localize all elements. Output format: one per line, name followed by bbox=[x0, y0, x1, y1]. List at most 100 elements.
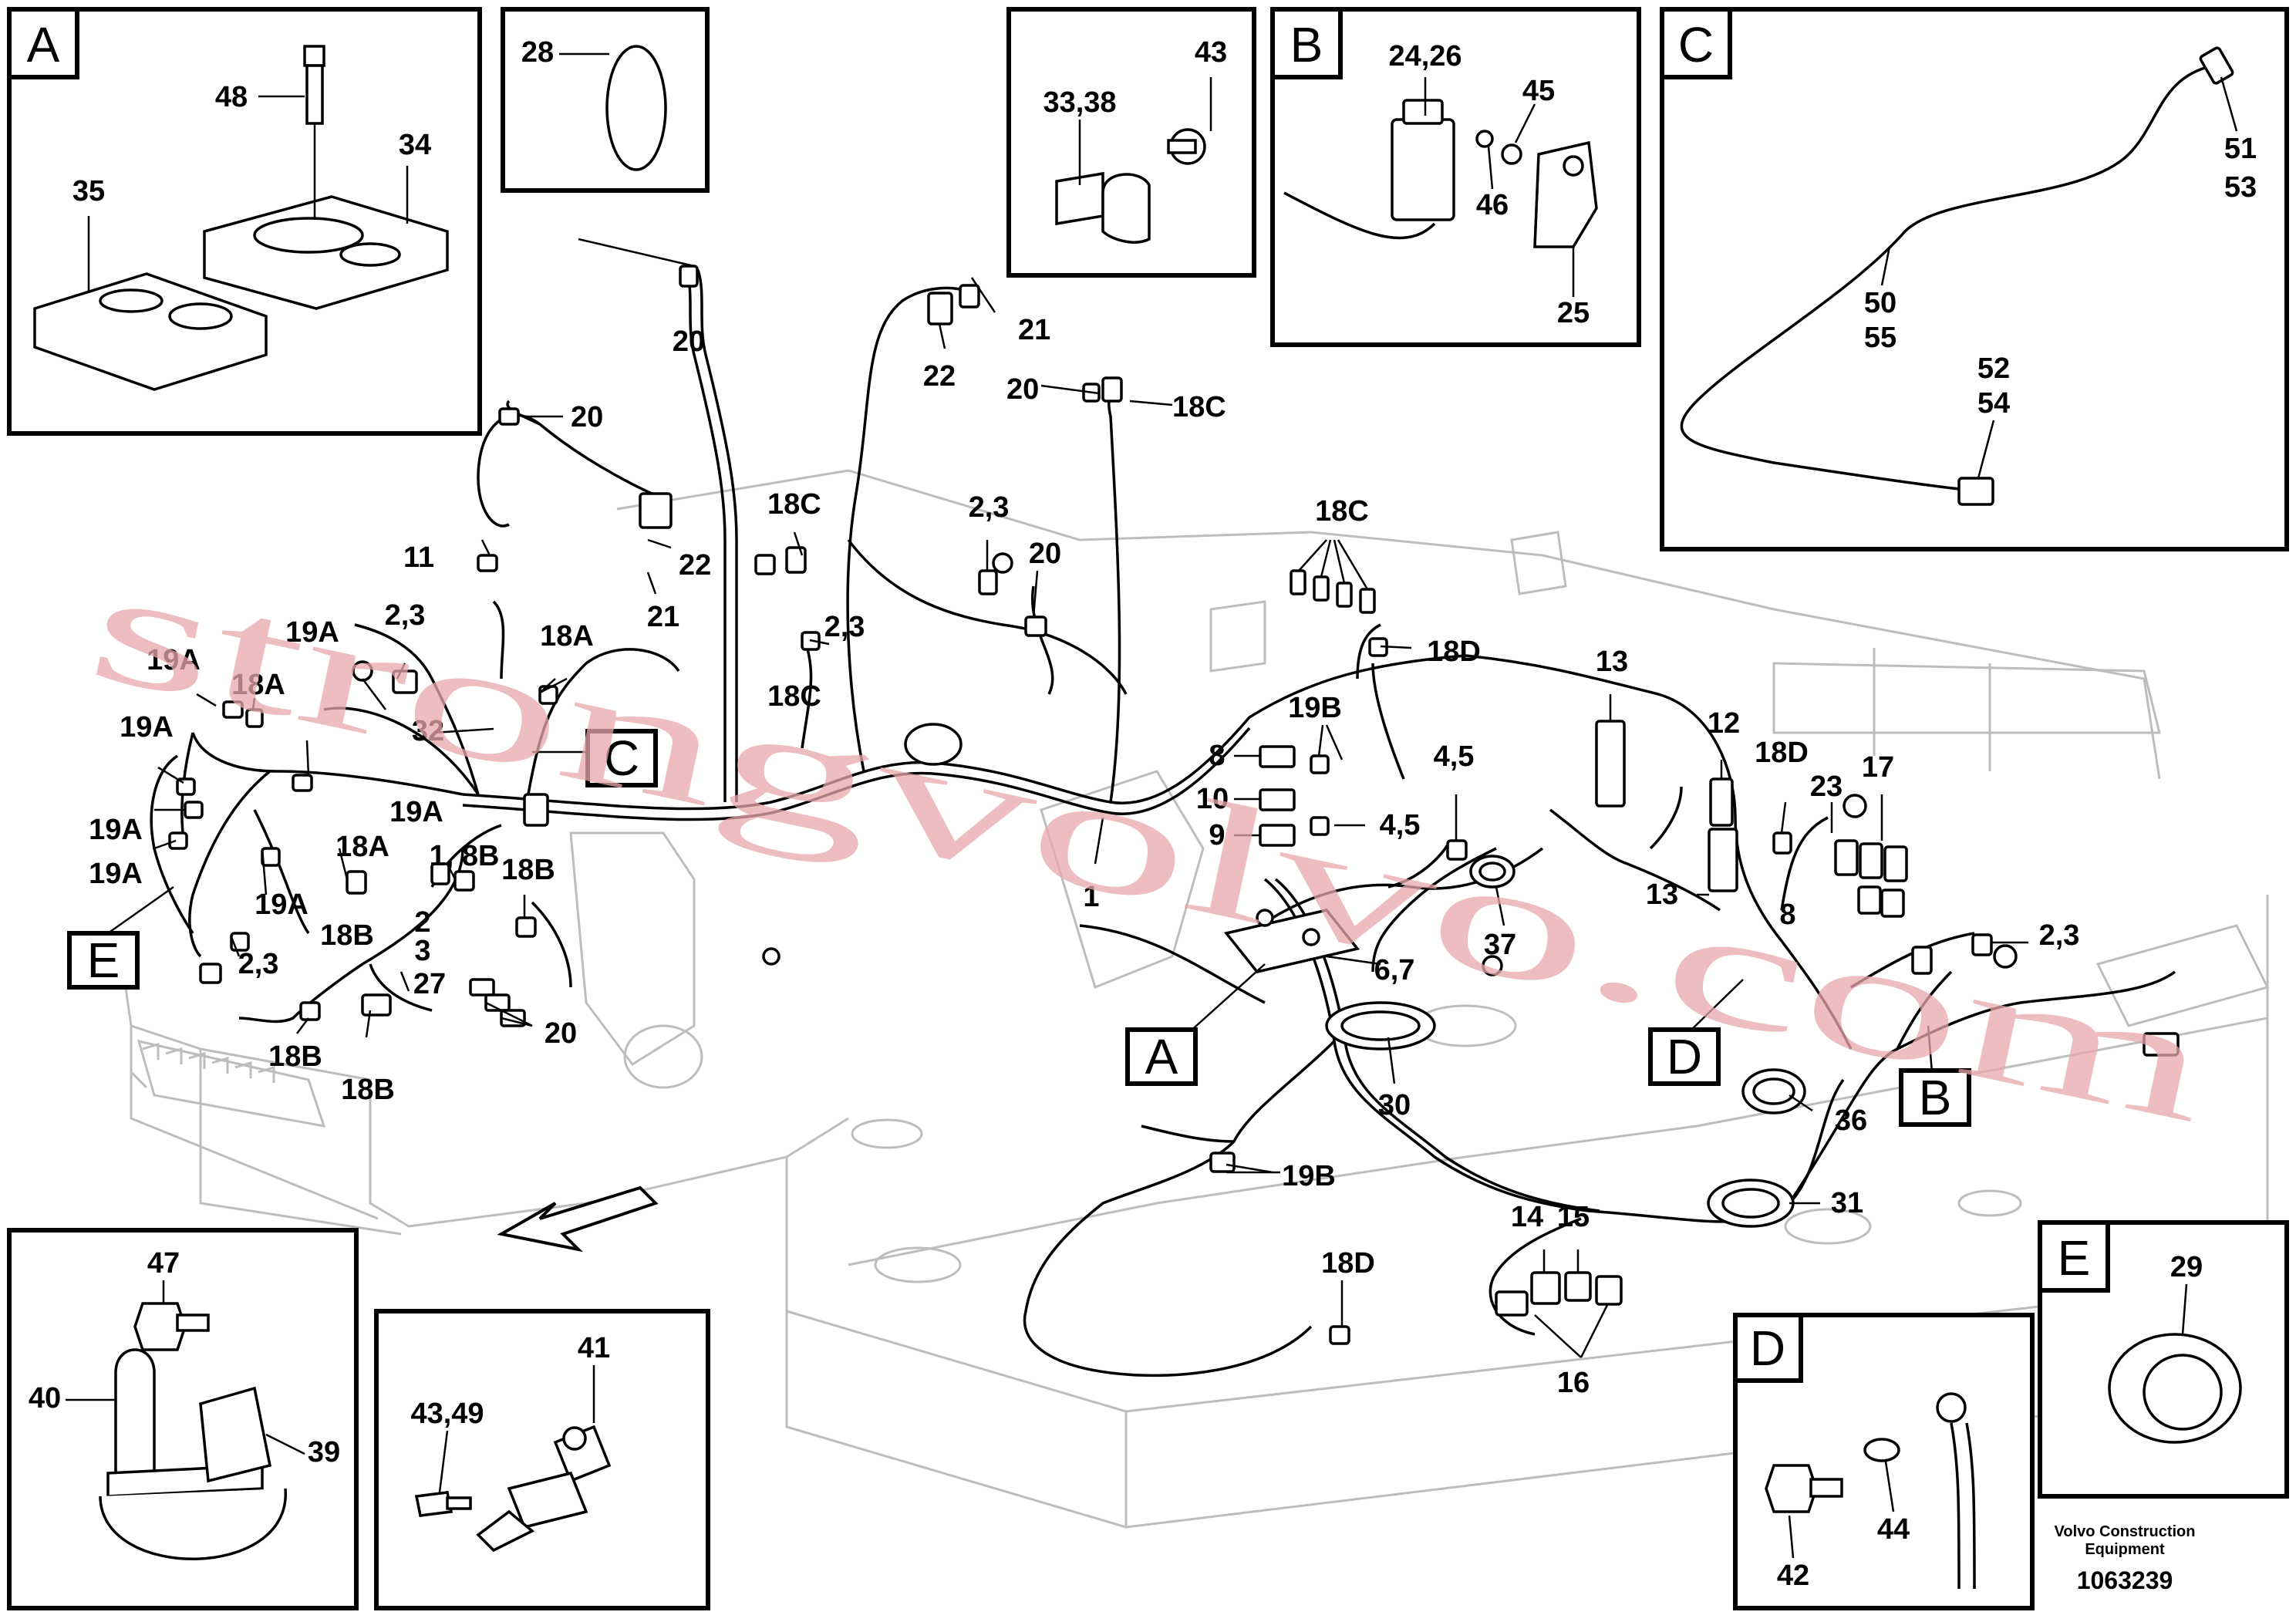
callout-47: 47 bbox=[147, 1247, 180, 1280]
callout-28: 28 bbox=[521, 36, 554, 69]
tag-box-d bbox=[1648, 1027, 1721, 1086]
callout-18b: 18B bbox=[268, 1040, 322, 1073]
detail-b: B 24,26 45 46 25 bbox=[1270, 7, 1641, 347]
tag-letter-d: D bbox=[1667, 1029, 1702, 1084]
callout-18c: 18C bbox=[767, 680, 821, 713]
main-harness bbox=[150, 269, 2176, 1378]
callout-54: 54 bbox=[1977, 387, 2010, 420]
tag-letter-e: E bbox=[87, 932, 120, 988]
callout-27: 27 bbox=[413, 968, 446, 1000]
callout-50: 50 bbox=[1864, 287, 1896, 319]
callout-18a: 18A bbox=[335, 831, 389, 863]
callout-18b: 18B bbox=[501, 854, 555, 886]
callout-41: 41 bbox=[578, 1332, 610, 1364]
callout-18b: 18B bbox=[320, 919, 374, 952]
callout-18a: 18A bbox=[540, 620, 594, 653]
callout-19a: 19A bbox=[285, 616, 339, 649]
callout-19a: 19A bbox=[147, 644, 201, 676]
tag-letter-b: B bbox=[1919, 1070, 1952, 1125]
callout-19a: 19A bbox=[120, 711, 174, 744]
callout-18c: 18C bbox=[1315, 495, 1369, 528]
callout-22: 22 bbox=[679, 549, 711, 582]
callout-8: 8 bbox=[1779, 899, 1795, 931]
callout-18a: 18A bbox=[231, 669, 285, 701]
tag-box-c bbox=[585, 729, 658, 787]
tag-letter-a: A bbox=[1145, 1029, 1178, 1084]
tag-box-a bbox=[1125, 1027, 1198, 1086]
callout-48: 48 bbox=[215, 81, 248, 113]
detail-28: 28 bbox=[501, 7, 710, 193]
detail-e: E 29 bbox=[2038, 1220, 2289, 1499]
callout-25: 25 bbox=[1557, 297, 1590, 329]
callout-39: 39 bbox=[308, 1436, 340, 1469]
callout-53: 53 bbox=[2224, 171, 2257, 204]
detail-a: A 48 34 35 bbox=[7, 7, 482, 436]
callout-15: 15 bbox=[1557, 1201, 1590, 1233]
harness-parts bbox=[168, 265, 2180, 1345]
callout-12: 12 bbox=[1708, 707, 1740, 740]
callout-14: 14 bbox=[1511, 1201, 1543, 1233]
detail-d: D 42 44 bbox=[1733, 1313, 2035, 1610]
callout-36: 36 bbox=[1835, 1104, 1867, 1137]
callout-19a: 19A bbox=[89, 814, 143, 846]
detail-clip-41: 41 43,49 bbox=[374, 1309, 710, 1610]
callout-10: 10 bbox=[1196, 783, 1229, 815]
callout-20: 20 bbox=[571, 401, 603, 433]
detail-letter-d: D bbox=[1750, 1320, 1785, 1376]
callout-2-3: 2,3 bbox=[824, 611, 865, 643]
callout-18d: 18D bbox=[1427, 636, 1481, 668]
callout-18d: 18D bbox=[1755, 737, 1809, 769]
brand-line-2: Equipment bbox=[2085, 1541, 2165, 1558]
callout-34: 34 bbox=[399, 129, 431, 161]
callout-46: 46 bbox=[1476, 189, 1509, 221]
detail-letter-e: E bbox=[2058, 1230, 2091, 1286]
callout-43: 43 bbox=[1195, 36, 1227, 69]
detail-letter-b: B bbox=[1290, 17, 1323, 73]
callout-52: 52 bbox=[1977, 352, 2010, 385]
callout-32: 32 bbox=[412, 715, 444, 747]
detail-clamp-39: 47 40 39 bbox=[7, 1228, 359, 1610]
main-tag-boxes: C E A D B bbox=[67, 729, 1971, 1127]
callout-29: 29 bbox=[2170, 1251, 2203, 1283]
detail-clip-43: 43 33,38 bbox=[1006, 7, 1256, 278]
callout-11: 11 bbox=[403, 541, 434, 574]
leader-lines bbox=[107, 238, 2028, 1358]
callout-19b: 19B bbox=[1282, 1160, 1336, 1192]
callout-20: 20 bbox=[544, 1017, 577, 1050]
tag-box-e bbox=[67, 931, 140, 990]
detail-letter-a: A bbox=[27, 17, 60, 73]
callout-16: 16 bbox=[1557, 1367, 1590, 1399]
callout-2-3: 2,3 bbox=[238, 948, 279, 980]
callout-21: 21 bbox=[647, 601, 679, 633]
brand-line-1: Volvo Construction bbox=[2055, 1523, 2196, 1540]
callout-18d: 18D bbox=[1321, 1247, 1375, 1280]
callout-2: 2 bbox=[414, 906, 430, 939]
callout-44: 44 bbox=[1877, 1513, 1910, 1546]
callout-4-5: 4,5 bbox=[1434, 740, 1475, 773]
tag-letter-c: C bbox=[604, 730, 639, 786]
callout-8: 8 bbox=[1209, 740, 1225, 772]
callout-19b: 19B bbox=[1288, 692, 1342, 724]
callout-1-8b: 1, 8B bbox=[430, 840, 500, 872]
callout-33-38: 33,38 bbox=[1043, 86, 1116, 119]
callout-35: 35 bbox=[72, 175, 105, 207]
callout-2-3: 2,3 bbox=[2039, 919, 2080, 952]
tag-box-b bbox=[1899, 1068, 1971, 1127]
direction-arrow-icon bbox=[497, 1185, 659, 1253]
callout-1: 1 bbox=[1083, 881, 1099, 913]
callout-2-3: 2,3 bbox=[969, 491, 1010, 524]
callout-51: 51 bbox=[2224, 133, 2257, 165]
callout-4-5: 4,5 bbox=[1380, 809, 1421, 841]
callout-3: 3 bbox=[414, 935, 430, 967]
detail-c: C 51 53 50 55 52 54 bbox=[1660, 7, 2289, 551]
callout-6-7: 6,7 bbox=[1374, 954, 1415, 986]
callout-21: 21 bbox=[1018, 314, 1050, 346]
main-callouts: 20 21 22 20 18C 20 18C 2,3 20 18C 11 22 … bbox=[89, 314, 2079, 1399]
callout-42: 42 bbox=[1777, 1560, 1809, 1592]
callout-22: 22 bbox=[923, 360, 956, 393]
callout-13: 13 bbox=[1596, 646, 1628, 678]
callout-20: 20 bbox=[1006, 373, 1039, 406]
callout-19a: 19A bbox=[255, 889, 308, 921]
callout-23: 23 bbox=[1810, 771, 1843, 803]
